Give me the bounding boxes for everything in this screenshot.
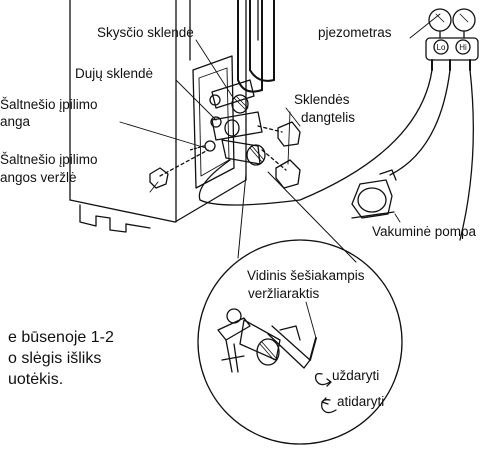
charge-port-connector xyxy=(221,139,266,166)
liquid-valve xyxy=(209,79,255,114)
zoom-connector-left xyxy=(237,173,247,259)
gas-valve-label: Dujų sklendė xyxy=(75,66,154,81)
partial-text-line-2: o slėgis išliks xyxy=(8,350,102,367)
charge-port-label-1: Šaltnešio įpilimo xyxy=(0,97,98,112)
detail-zoom-circle xyxy=(197,239,403,445)
charge-port-nut xyxy=(149,167,169,189)
valve-caps xyxy=(275,121,301,189)
hex-wrench-label-1: Vidinis šešiakampis xyxy=(247,268,365,283)
close-label: uždaryti xyxy=(332,368,380,383)
gauge-manifold xyxy=(425,8,479,71)
nut-dashed-line xyxy=(159,149,209,177)
partial-text-line-3: uotėkis. xyxy=(8,371,64,388)
gauge-label: pjezometras xyxy=(318,25,392,40)
hoses xyxy=(198,69,474,241)
valve-cap-label-1: Sklendės xyxy=(294,92,350,107)
charge-port-label-2: anga xyxy=(0,114,31,129)
leader-lines xyxy=(119,13,441,223)
charge-port-nut-label-2: angos veržlė xyxy=(0,170,77,185)
hex-wrench-label-2: veržliaraktis xyxy=(248,286,320,301)
rotation-arrows xyxy=(314,372,337,414)
vacuum-pump xyxy=(351,169,397,219)
partial-text-line-1: e būsenoje 1-2 xyxy=(8,329,114,346)
gauge-hi-label: Hi xyxy=(459,43,467,52)
cap-dashed-line-1 xyxy=(261,149,287,171)
refrigerant-pipes xyxy=(237,0,275,93)
valve-cap-label-2: dangtelis xyxy=(301,110,356,125)
gauge-lo-label: Lo xyxy=(437,43,446,52)
zoom-connector-right xyxy=(267,171,357,263)
charge-port-nut-label-1: Šaltnešio įpilimo xyxy=(0,152,98,167)
outdoor-unit xyxy=(69,0,259,233)
liquid-valve-label: Skysčio sklendė xyxy=(97,25,194,40)
vacuum-pump-label: Vakuminė pompa xyxy=(372,224,477,239)
hex-wrench-drawing xyxy=(267,301,317,369)
open-label: atidaryti xyxy=(337,394,385,409)
detail-valve xyxy=(217,308,301,373)
